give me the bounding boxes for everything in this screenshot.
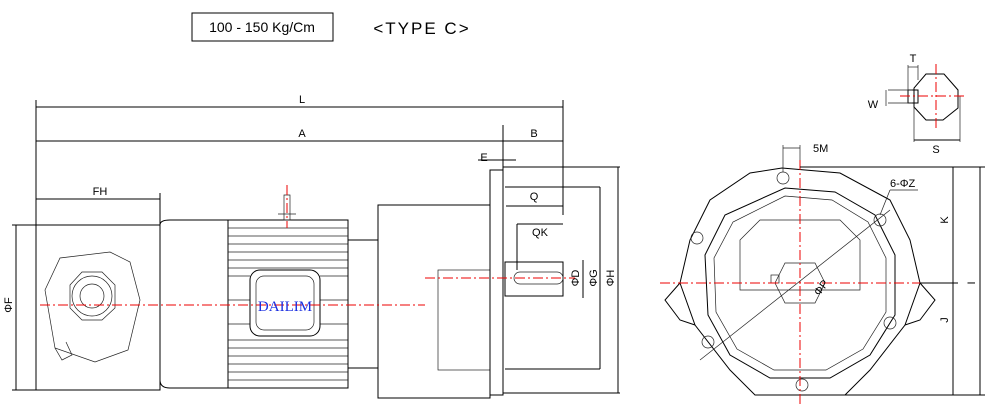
dim-F: ΦF — [3, 297, 15, 313]
pressure-range-box — [191, 12, 334, 42]
dim-G: ΦG — [588, 269, 600, 286]
eyebolt — [283, 194, 291, 221]
pressure-range-label: 100 - 150 Kg/Cm — [209, 19, 315, 35]
shaft-key-detail — [885, 64, 965, 142]
gearbox — [377, 204, 491, 399]
dim-D: ΦD — [570, 270, 582, 287]
brand-label: DAILIM — [258, 299, 312, 315]
dim-FH: FH — [93, 186, 108, 198]
dim-B: B — [530, 128, 537, 140]
dim-W: W — [868, 99, 879, 111]
dim-Z: 6-ΦZ — [890, 178, 916, 190]
keyway — [513, 271, 564, 285]
dim-J: J — [939, 317, 951, 323]
dim-Q: Q — [530, 191, 539, 203]
dim-M: 5M — [813, 143, 828, 155]
dim-L: L — [299, 94, 305, 106]
motor-side-view — [35, 169, 575, 399]
dim-K: K — [939, 216, 951, 224]
cooling-fins — [228, 227, 348, 381]
flange — [489, 169, 504, 396]
dim-A: A — [298, 128, 306, 140]
dim-P: ΦP — [812, 278, 831, 298]
dim-I: I — [966, 281, 978, 284]
type-label: <TYPE C> — [373, 19, 470, 38]
dim-QK: QK — [532, 227, 549, 239]
terminal-box — [249, 269, 321, 337]
dim-T: T — [910, 53, 917, 65]
dim-E: E — [480, 152, 487, 164]
dim-S: S — [932, 144, 939, 156]
motor-front-view — [660, 145, 985, 405]
output-shaft — [504, 261, 564, 297]
dim-H: ΦH — [605, 270, 617, 287]
side-view-dimensions — [12, 100, 620, 394]
